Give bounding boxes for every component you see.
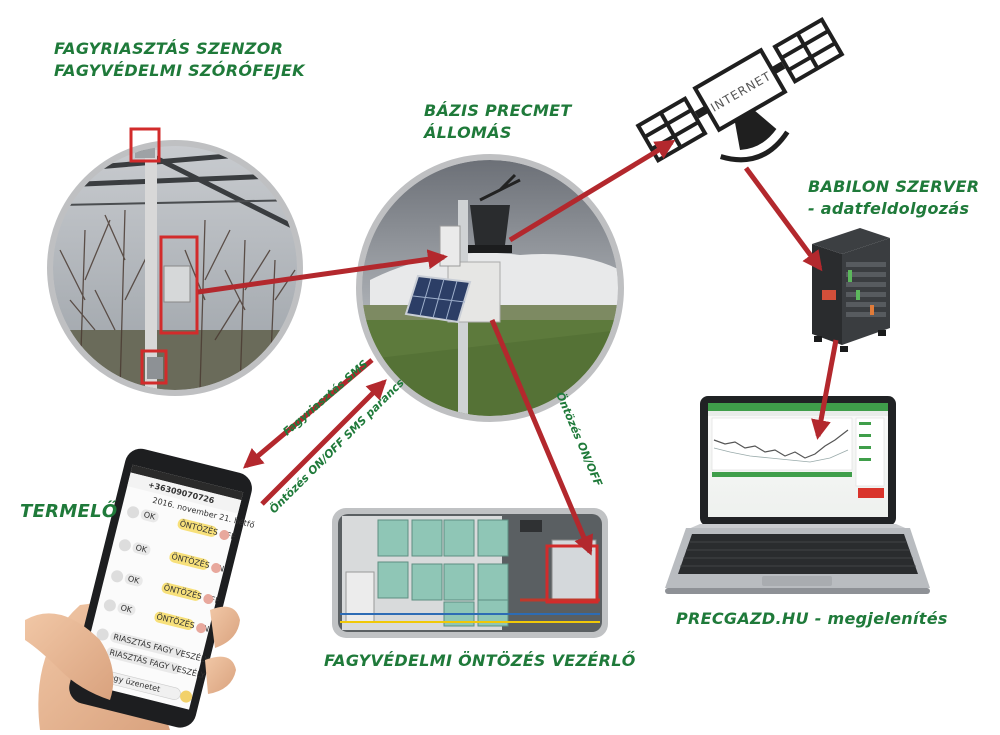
controller-frame <box>545 544 599 604</box>
svg-text:OK: OK <box>127 574 141 586</box>
arrow-station-to-controller <box>489 319 593 556</box>
sensor-orchard-photo <box>47 127 303 396</box>
arrow-sensor-to-station <box>197 249 448 295</box>
send-icon[interactable] <box>179 689 194 704</box>
station-label-line1: BÁZIS PRECMET <box>424 101 572 120</box>
server-rack-image <box>812 228 890 352</box>
svg-text:OK: OK <box>143 510 157 522</box>
arrow-station-to-phone <box>242 358 374 469</box>
controller-label: FAGYVÉDELMI ÖNTÖZÉS VEZÉRLŐ <box>324 651 636 670</box>
sensor-label: FAGYRIASZTÁS SZENZOR FAGYVÉDELMI SZÓRÓFE… <box>54 38 305 82</box>
satellite-icon: INTERNET <box>635 16 845 164</box>
server-label-line1: BABILON SZERVER <box>808 177 980 196</box>
producer-label: TERMELŐ <box>20 501 118 522</box>
arrow-station-to-satellite <box>508 139 676 243</box>
laptop-image <box>665 396 930 594</box>
controller-cabinet-photo <box>332 508 608 638</box>
phone-in-hand-image: +36309070726 2016. november 21. hétfő OK… <box>25 448 256 730</box>
sensor-label-line1: FAGYRIASZTÁS SZENZOR <box>54 39 284 58</box>
arrow-phone-to-station <box>260 379 387 506</box>
display-label: PRECGAZD.HU - megjelenítés <box>676 609 948 628</box>
station-label-line2: ÁLLOMÁS <box>424 123 512 142</box>
server-label-line2: - adatfeldolgozás <box>808 199 970 218</box>
sensor-frame-mid <box>159 235 199 335</box>
svg-text:OK: OK <box>135 543 149 555</box>
caption-irrigation-onoff: Öntözés ON/OFF <box>553 390 606 489</box>
server-label: BABILON SZERVER - adatfeldolgozás <box>808 176 979 220</box>
arrow-server-to-laptop <box>811 339 839 440</box>
sensor-frame-bottom <box>140 349 168 385</box>
station-label: BÁZIS PRECMET ÁLLOMÁS <box>424 100 572 144</box>
sensor-frame-top <box>129 127 161 163</box>
sensor-label-line2: FAGYVÉDELMI SZÓRÓFEJEK <box>54 61 305 80</box>
flow-arrows <box>197 139 839 556</box>
svg-text:OK: OK <box>120 603 134 615</box>
arrow-satellite-to-server <box>743 166 823 272</box>
